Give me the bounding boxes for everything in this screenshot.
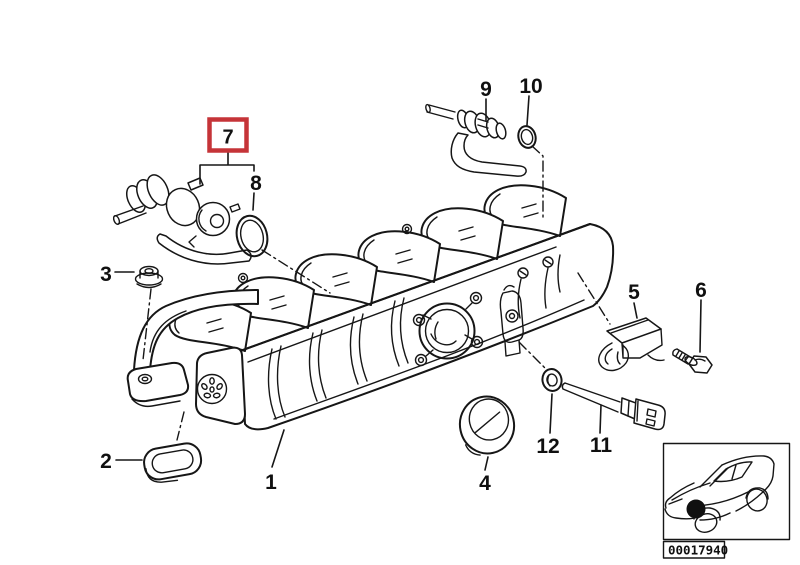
part-10-oring-drawing bbox=[517, 125, 537, 149]
diagram-code: 00017940 bbox=[668, 543, 728, 558]
reference-dash-lines bbox=[142, 145, 611, 441]
part-3-nut-drawing bbox=[134, 265, 164, 289]
side-ribs bbox=[267, 254, 561, 420]
leader-lines bbox=[114, 95, 702, 471]
callout-3[interactable]: 3 bbox=[100, 263, 112, 286]
part-8-oring-drawing bbox=[235, 214, 269, 258]
part-7-valve-drawing bbox=[112, 174, 252, 265]
callout-10[interactable]: 10 bbox=[519, 75, 542, 98]
support-bracket-arm bbox=[126, 289, 259, 408]
intake-runners bbox=[168, 184, 567, 352]
part-6-bolt-drawing bbox=[672, 348, 713, 374]
callout-4[interactable]: 4 bbox=[479, 472, 491, 495]
part-4-ring-drawing bbox=[458, 395, 516, 456]
callout-1[interactable]: 1 bbox=[265, 471, 277, 494]
callout-9[interactable]: 9 bbox=[480, 78, 492, 101]
callout-2[interactable]: 2 bbox=[100, 450, 112, 473]
throttle-flange bbox=[412, 291, 484, 367]
part-9-valve-drawing bbox=[425, 103, 527, 177]
car-silhouette bbox=[664, 455, 775, 533]
part-5-bracket-drawing bbox=[598, 317, 665, 372]
callout-12[interactable]: 12 bbox=[536, 435, 559, 458]
callout-7[interactable]: 7 bbox=[222, 127, 233, 149]
part-12-washer-drawing bbox=[541, 368, 563, 392]
callout-6[interactable]: 6 bbox=[695, 279, 707, 302]
part-11-sensor-drawing bbox=[561, 382, 666, 431]
callout-8[interactable]: 8 bbox=[250, 172, 262, 195]
part-1-intake-manifold-drawing bbox=[126, 184, 615, 431]
part-location-dot bbox=[686, 499, 706, 519]
manifold-front-face bbox=[195, 346, 246, 425]
callout-5[interactable]: 5 bbox=[628, 281, 640, 304]
selected-part-highlight-box bbox=[207, 117, 249, 153]
part-2-gasket-drawing bbox=[143, 442, 203, 483]
car-position-inset: 00017940 bbox=[662, 442, 791, 559]
callout-11[interactable]: 11 bbox=[590, 434, 613, 457]
runner-screw-icon bbox=[237, 223, 413, 284]
sensor-boss bbox=[499, 256, 554, 357]
